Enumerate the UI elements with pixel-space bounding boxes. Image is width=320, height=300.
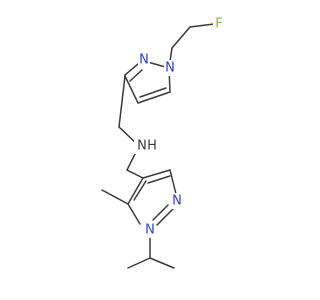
bond-f-c (189, 23, 215, 28)
atom-label-n: N (137, 139, 147, 154)
atom-n-top-ring-b: N (164, 60, 176, 76)
atom-label-n: N (165, 61, 175, 76)
bond-isopropyl-right (149, 257, 175, 269)
bond-ch2-top (118, 75, 126, 128)
bond-bottom-ring-2 (169, 169, 177, 195)
atom-fluorine: F (213, 16, 225, 32)
atom-n-amine: N H (134, 138, 157, 154)
molecule-structure: F N N N H N N (101, 16, 225, 269)
atom-label-n: N (172, 194, 182, 209)
bond-c-c-chain (171, 26, 191, 49)
bond-top-ring-2b (129, 69, 143, 82)
bond-bottom-ring-1 (142, 169, 171, 179)
bond-bottom-ring-1b (147, 175, 171, 184)
bond-top-ring-2 (124, 63, 139, 76)
bond-bottom-ring-3 (156, 207, 175, 226)
bond-top-ring-4b (139, 87, 167, 98)
atom-label-h: H (147, 139, 157, 154)
bond-top-ring-3 (124, 75, 139, 104)
bond-ch2-bottom-ring (126, 169, 144, 179)
bond-bottom-ring-5b (133, 180, 147, 201)
atom-label-n: N (139, 53, 149, 68)
atom-n-bottom-ring-b: N (144, 222, 156, 238)
bond-top-ring-4 (137, 91, 171, 104)
molecule-diagram: F N N N H N N (101, 16, 225, 269)
bond-bottom-ring-4 (127, 203, 141, 225)
atom-label-f: F (215, 17, 222, 32)
atom-label-n: N (145, 223, 155, 238)
atom-n-top-ring-a: N (138, 52, 150, 68)
bond-isopropyl-left (127, 257, 151, 269)
bond-methyl (101, 189, 129, 205)
atom-n-bottom-ring-a: N (171, 193, 183, 209)
bond-bottom-ring-5 (127, 177, 144, 205)
bond-bottom-ring-3b (152, 204, 169, 221)
